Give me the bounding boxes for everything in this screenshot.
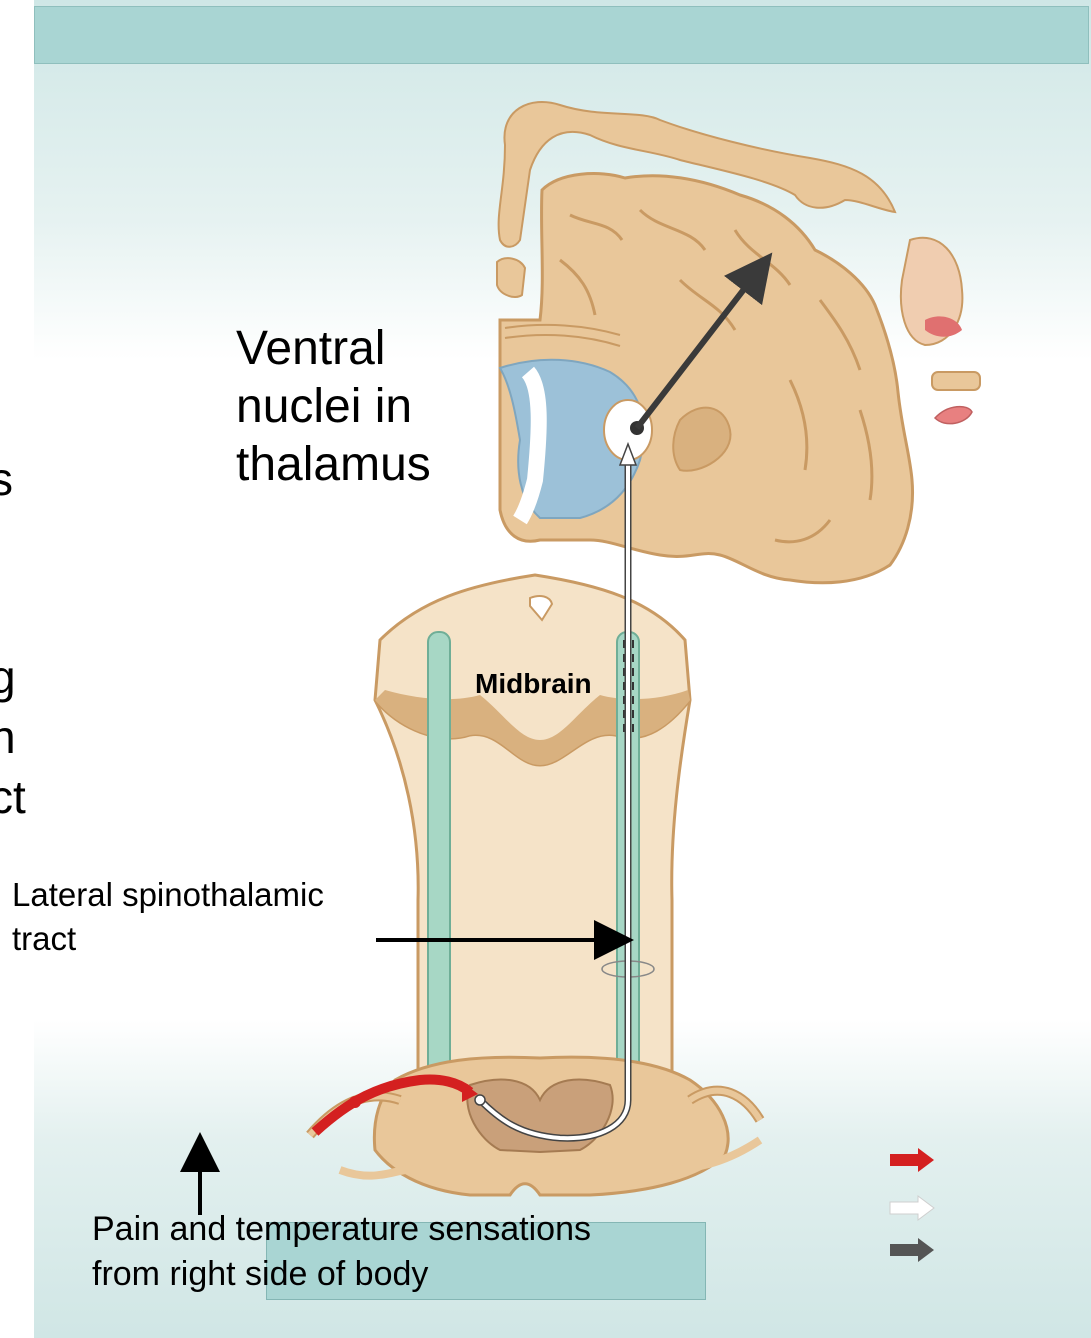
label-ventral-nuclei-thalamus: Ventral nuclei in thalamus	[236, 320, 476, 494]
label-lateral-spinothalamic-tract: Lateral spinothalamic tract	[12, 873, 392, 961]
cerebral-section	[500, 174, 913, 583]
label-pain-temperature-source: Pain and temperature sensations from rig…	[92, 1207, 612, 1297]
spinal-cord-section	[310, 1057, 760, 1195]
legend-dark-arrow-icon	[890, 1238, 934, 1262]
legend-red-arrow-icon	[890, 1148, 934, 1172]
legend	[890, 1148, 934, 1262]
legend-white-arrow-icon	[890, 1196, 934, 1220]
label-midbrain: Midbrain	[475, 668, 592, 700]
